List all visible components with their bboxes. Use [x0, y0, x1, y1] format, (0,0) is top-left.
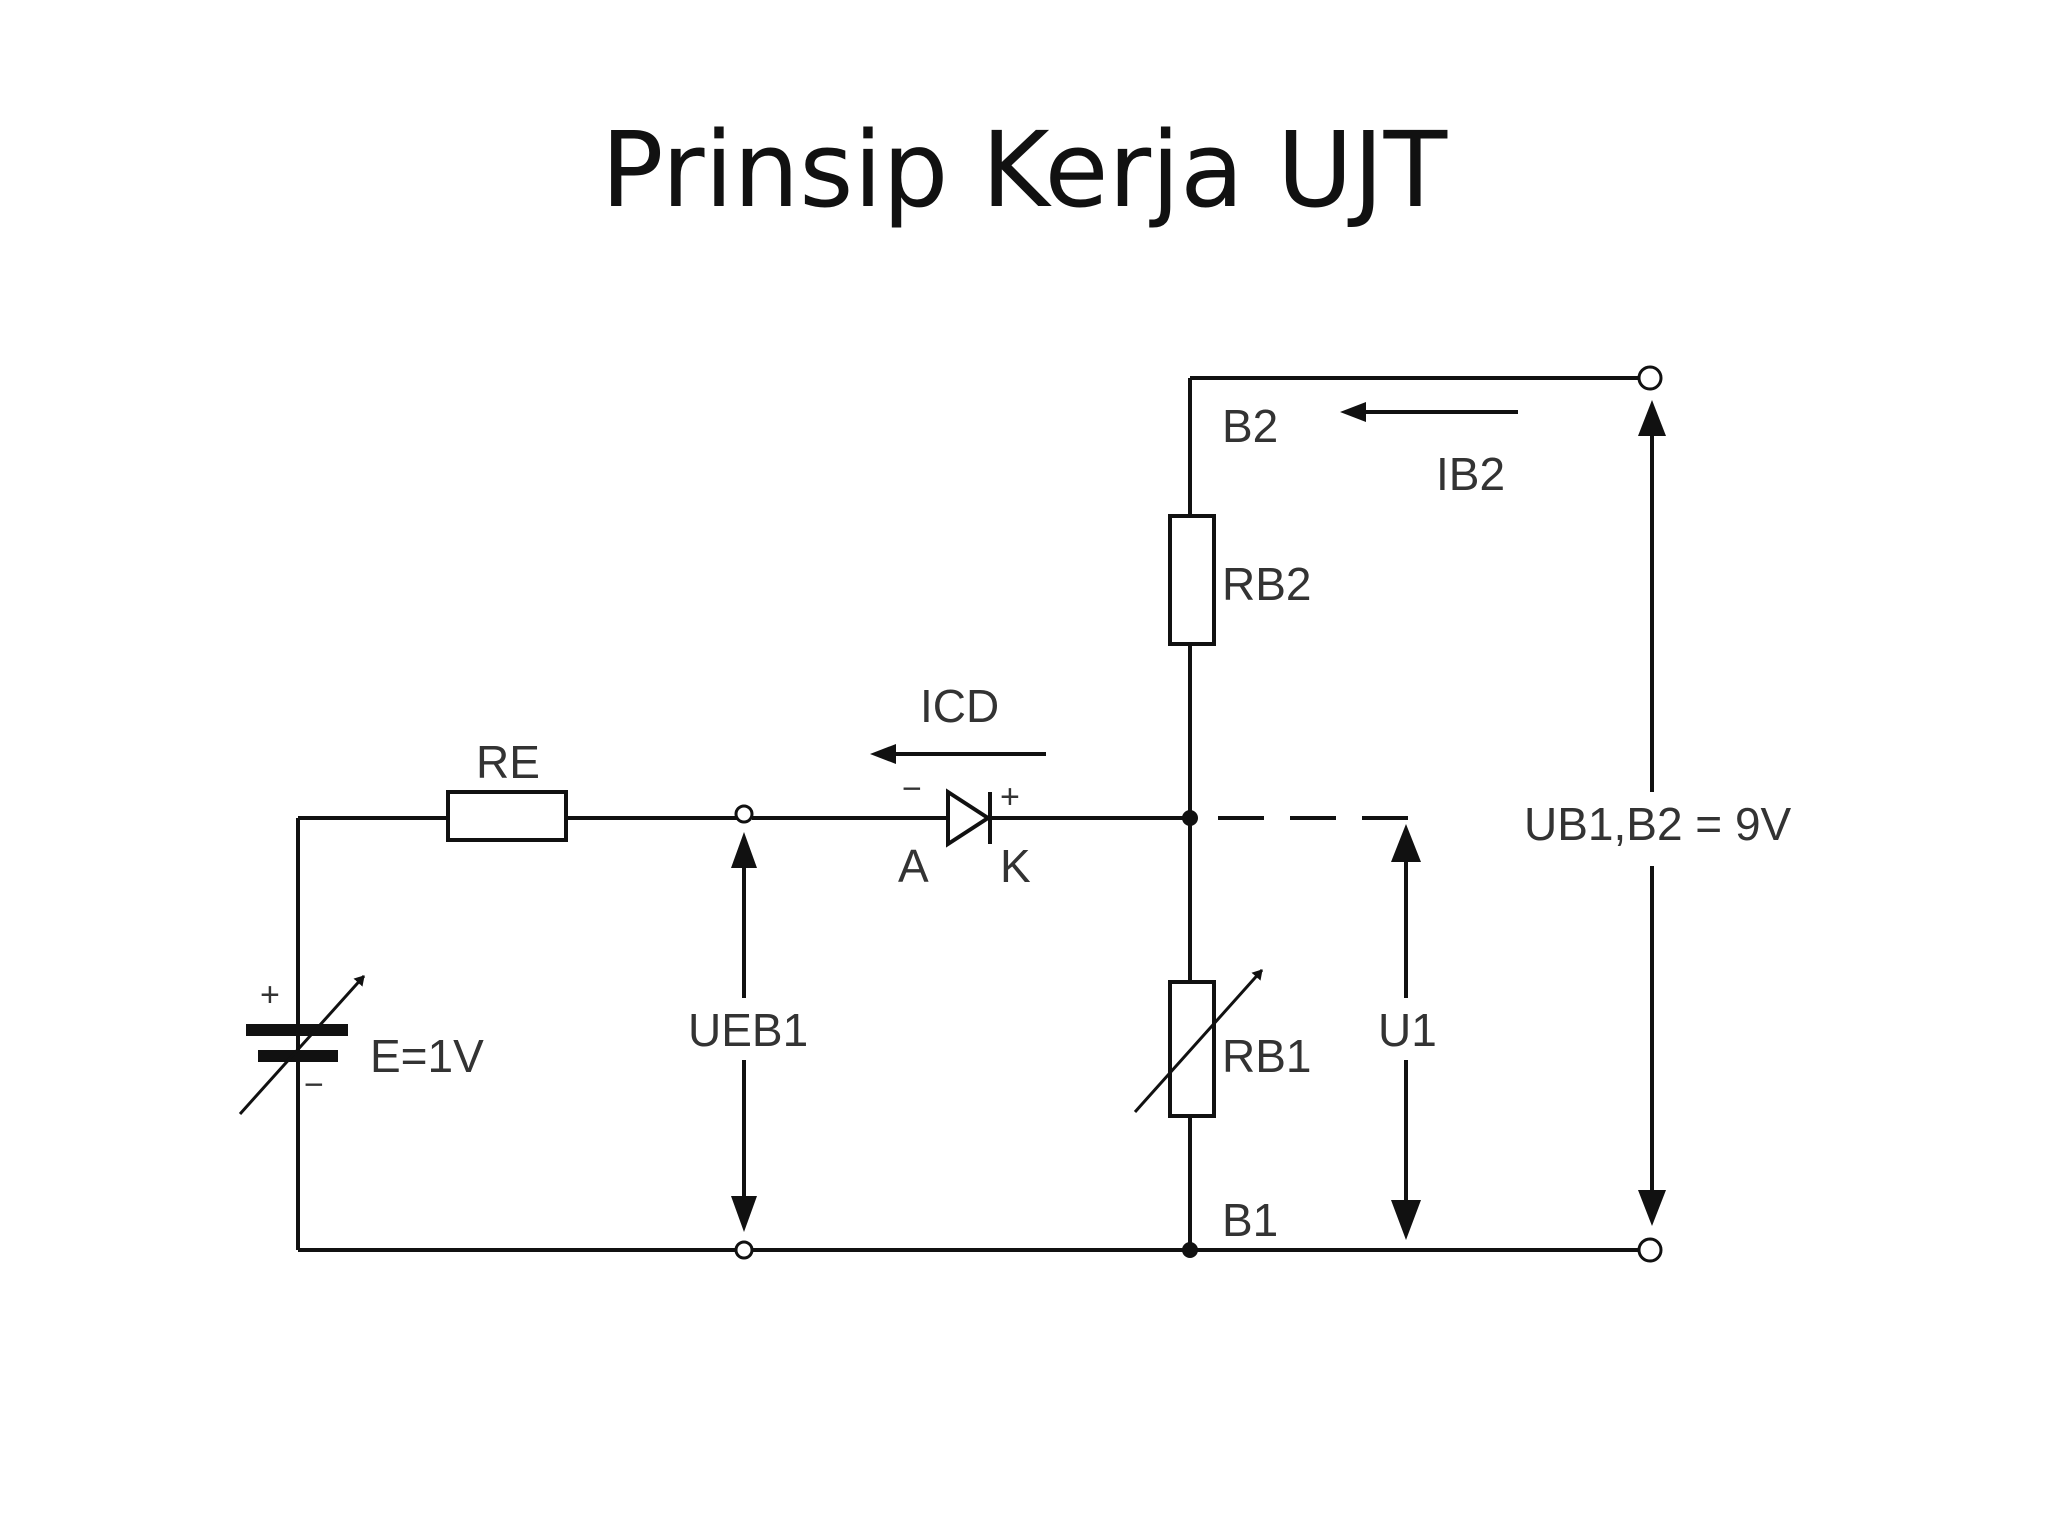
- label-cathode: K: [1000, 840, 1031, 892]
- label-re: RE: [476, 736, 540, 788]
- resistor-rb2: [1168, 514, 1216, 646]
- label-u1: U1: [1378, 1004, 1437, 1056]
- ueb1-arrowhead-top: [731, 832, 757, 868]
- label-rb1: RB1: [1222, 1030, 1311, 1082]
- label-source: E=1V: [370, 1030, 484, 1082]
- junction-node-emitter: [1182, 810, 1198, 826]
- battery-minus-sign: −: [304, 1066, 324, 1104]
- diode-minus-sign: −: [902, 770, 922, 808]
- rb1-variable-arrow: [1133, 969, 1264, 1113]
- terminal-b2: [1637, 365, 1663, 391]
- diode-plus-sign: +: [1000, 778, 1020, 816]
- icd-arrowhead: [870, 744, 896, 764]
- resistor-re: [446, 790, 568, 842]
- label-b1: B1: [1222, 1194, 1278, 1246]
- label-anode: A: [898, 840, 929, 892]
- ub1b2-arrowhead-top: [1638, 400, 1666, 436]
- label-rb2: RB2: [1222, 558, 1311, 610]
- label-b2: B2: [1222, 400, 1278, 452]
- battery-plus-sign: +: [260, 976, 280, 1014]
- terminal-emitter-bottom: [734, 1240, 754, 1260]
- battery-plate-short: [258, 1050, 338, 1062]
- ib2-arrowhead: [1340, 402, 1366, 422]
- battery-plate-long: [246, 1024, 348, 1036]
- label-icd: ICD: [920, 680, 999, 732]
- label-ueb1: UEB1: [688, 1004, 808, 1056]
- terminal-b1: [1637, 1237, 1663, 1263]
- label-ib2: IB2: [1436, 448, 1505, 500]
- terminal-emitter: [734, 804, 754, 824]
- ub1b2-arrowhead-bottom: [1638, 1190, 1666, 1226]
- slide-title: Prinsip Kerja UJT: [600, 109, 1448, 231]
- ueb1-arrowhead-bottom: [731, 1196, 757, 1232]
- diode-symbol: [946, 788, 992, 848]
- label-ub1b2: UB1,B2 = 9V: [1524, 798, 1792, 850]
- u1-arrowhead-top: [1391, 824, 1421, 862]
- battery-variable-arrow: [238, 974, 366, 1116]
- u1-arrowhead-bottom: [1391, 1200, 1421, 1240]
- junction-node-b1: [1182, 1242, 1198, 1258]
